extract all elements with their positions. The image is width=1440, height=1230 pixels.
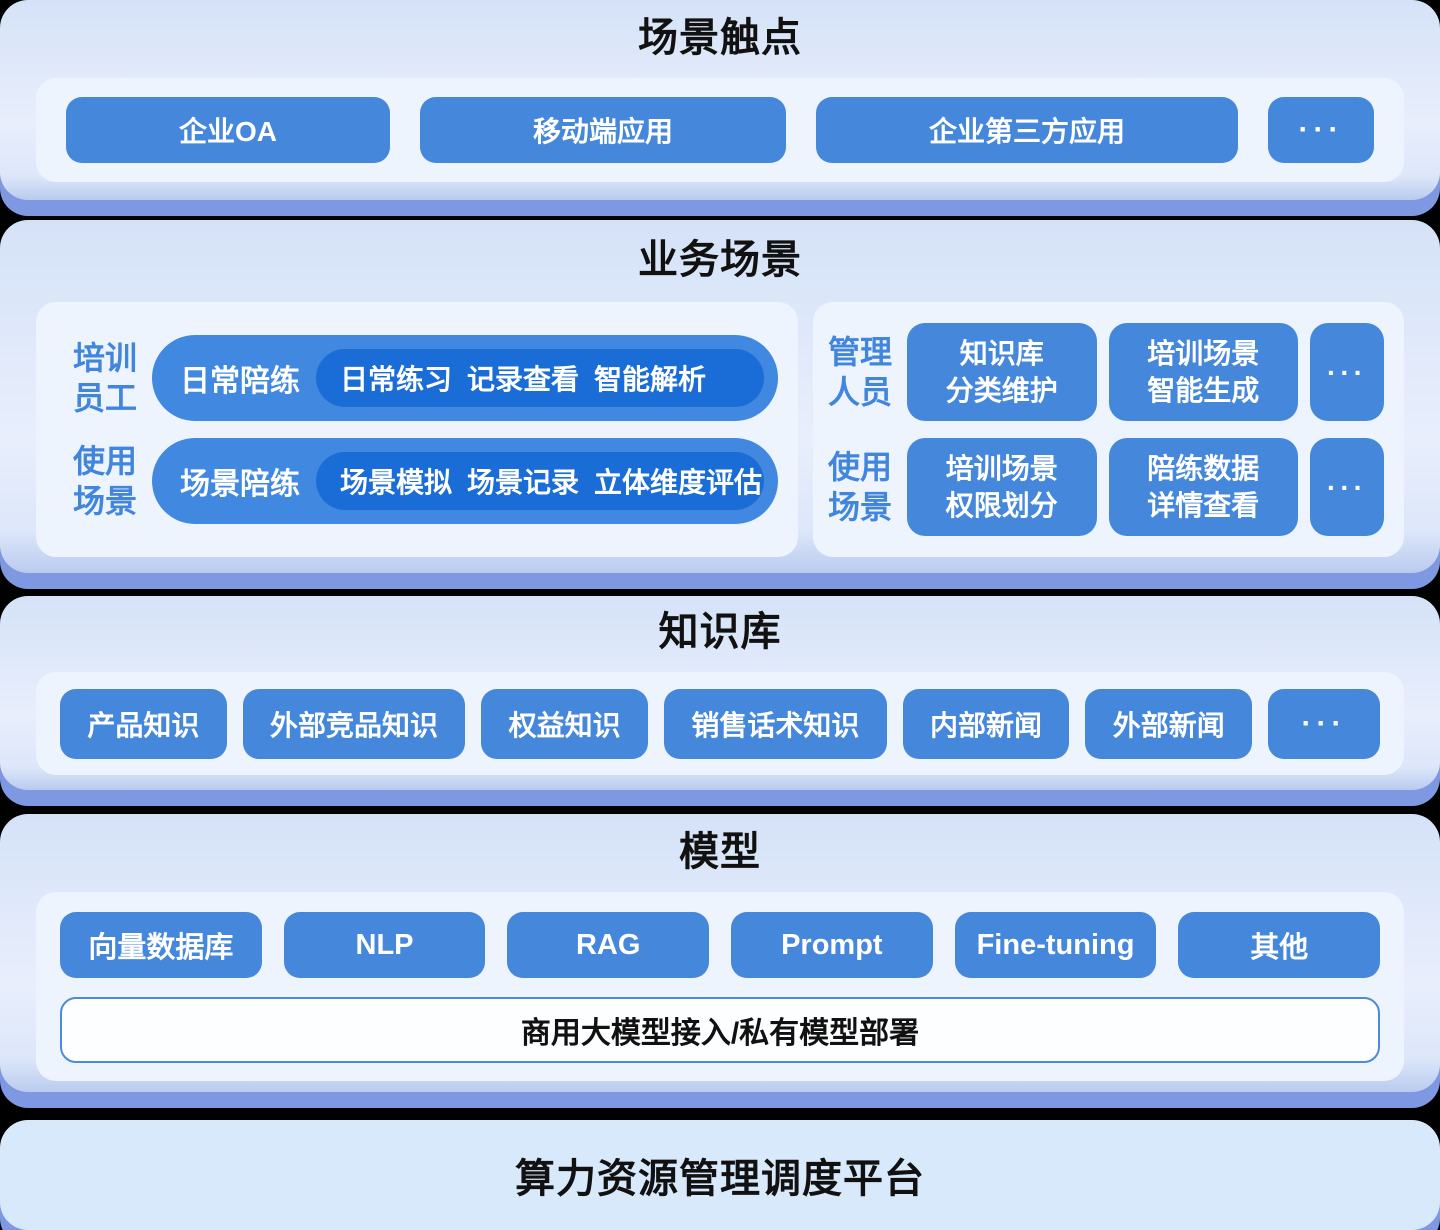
block-product-knowledge: 产品知识 [60, 688, 227, 759]
daily-sparring-features: 日常练习 记录查看 智能解析 [316, 349, 764, 407]
models-row: 向量数据库 NLP RAG Prompt Fine-tuning 其他 [60, 912, 1381, 978]
block-rag: RAG [507, 912, 710, 978]
manager-scenarios-panel: 管理 人员 知识库 分类维护 培训场景 智能生成 ··· 使用 场景 培训场景 … [813, 302, 1404, 557]
models-title: 模型 [679, 830, 761, 874]
manager-more-ellipsis: ··· [1310, 323, 1384, 421]
feature-item: 记录查看 [467, 364, 580, 395]
model-access-bar: 商用大模型接入/私有模型部署 [60, 997, 1380, 1063]
knowledge-more-ellipsis: ··· [1268, 688, 1381, 759]
block-competitor-knowledge: 外部竞品知识 [242, 688, 466, 759]
models-card: 模型 向量数据库 NLP RAG Prompt Fine-tuning 其他 商… [0, 814, 1440, 1092]
block-prompt: Prompt [731, 912, 933, 978]
business-title: 业务场景 [638, 238, 802, 282]
pill-daily-sparring: 日常陪练 日常练习 记录查看 智能解析 [152, 335, 778, 421]
layer-business-scenarios: 业务场景 培训 员工 日常陪练 日常练习 记录查看 智能解析 [0, 220, 1440, 589]
business-card: 业务场景 培训 员工 日常陪练 日常练习 记录查看 智能解析 [0, 220, 1440, 573]
manager-more-ellipsis: ··· [1310, 438, 1384, 536]
layer-touchpoints: 场景触点 企业OA 移动端应用 企业第三方应用 ··· [0, 0, 1440, 216]
platform-title: 算力资源管理调度平台 [515, 1157, 925, 1201]
knowledge-panel: 产品知识 外部竞品知识 权益知识 销售话术知识 内部新闻 外部新闻 ··· [36, 672, 1404, 775]
layer-models: 模型 向量数据库 NLP RAG Prompt Fine-tuning 其他 商… [0, 814, 1440, 1108]
touchpoints-panel: 企业OA 移动端应用 企业第三方应用 ··· [36, 78, 1404, 182]
block-kb-category-maintenance: 知识库 分类维护 [907, 323, 1097, 421]
block-enterprise-oa: 企业OA [66, 97, 390, 163]
block-sparring-data-detail: 陪练数据 详情查看 [1108, 438, 1298, 536]
block-scene-permission-division: 培训场景 权限划分 [907, 438, 1097, 536]
manager-row-2: 使用 场景 培训场景 权限划分 陪练数据 详情查看 ··· [825, 438, 1384, 536]
layer-computing-platform: 算力资源管理调度平台 [0, 1120, 1440, 1230]
scene-sparring-features: 场景模拟 场景记录 立体维度评估 [316, 452, 764, 510]
block-vector-database: 向量数据库 [60, 912, 262, 978]
manager-row-label: 管理 人员 [827, 334, 892, 410]
block-third-party-app: 企业第三方应用 [816, 97, 1238, 163]
feature-item: 场景记录 [467, 467, 580, 498]
block-other: 其他 [1178, 912, 1381, 978]
feature-item: 场景模拟 [340, 467, 453, 498]
feature-item: 智能解析 [594, 364, 707, 395]
employee-row-label: 使用 场景 [72, 443, 137, 519]
pill-daily-sparring-label: 日常陪练 [180, 365, 300, 398]
employee-row-scene: 使用 场景 场景陪练 场景模拟 场景记录 立体维度评估 [70, 438, 778, 524]
employee-scenarios-panel: 培训 员工 日常陪练 日常练习 记录查看 智能解析 使用 场景 [36, 302, 798, 557]
models-panel: 向量数据库 NLP RAG Prompt Fine-tuning 其他 商用大模… [36, 892, 1404, 1081]
feature-item: 立体维度评估 [594, 467, 763, 498]
knowledge-card: 知识库 产品知识 外部竞品知识 权益知识 销售话术知识 内部新闻 外部新闻 ··… [0, 596, 1440, 790]
manager-row-label: 使用 场景 [827, 449, 892, 525]
layer-knowledge-base: 知识库 产品知识 外部竞品知识 权益知识 销售话术知识 内部新闻 外部新闻 ··… [0, 596, 1440, 806]
platform-card: 算力资源管理调度平台 [0, 1120, 1440, 1230]
block-training-scene-generation: 培训场景 智能生成 [1108, 323, 1298, 421]
block-sales-script-knowledge: 销售话术知识 [664, 688, 887, 759]
employee-row-label: 培训 员工 [72, 340, 137, 416]
block-benefit-knowledge: 权益知识 [481, 688, 649, 759]
block-fine-tuning: Fine-tuning [954, 912, 1157, 978]
pill-scene-sparring-label: 场景陪练 [180, 468, 300, 501]
touchpoints-more-ellipsis: ··· [1268, 97, 1374, 163]
employee-row-daily: 培训 员工 日常陪练 日常练习 记录查看 智能解析 [70, 335, 778, 421]
block-nlp: NLP [283, 912, 486, 978]
business-panels: 培训 员工 日常陪练 日常练习 记录查看 智能解析 使用 场景 [36, 302, 1404, 557]
block-external-news: 外部新闻 [1085, 688, 1253, 759]
manager-row-1: 管理 人员 知识库 分类维护 培训场景 智能生成 ··· [825, 323, 1384, 421]
feature-item: 日常练习 [340, 364, 453, 395]
touchpoints-card: 场景触点 企业OA 移动端应用 企业第三方应用 ··· [0, 0, 1440, 200]
block-mobile-app: 移动端应用 [420, 97, 786, 163]
touchpoints-title: 场景触点 [638, 16, 802, 60]
knowledge-title: 知识库 [658, 610, 782, 654]
pill-scene-sparring: 场景陪练 场景模拟 场景记录 立体维度评估 [152, 438, 778, 524]
block-internal-news: 内部新闻 [902, 688, 1070, 759]
